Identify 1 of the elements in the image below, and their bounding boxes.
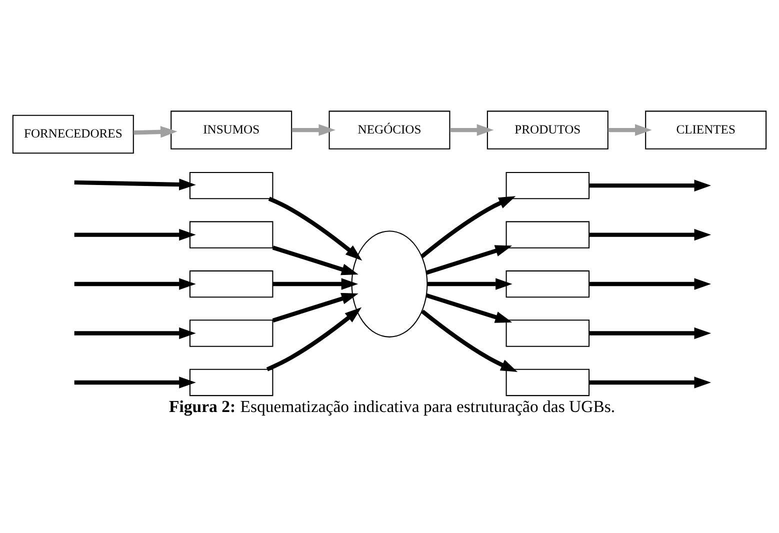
caption: Figura 2: Esquematização indicativa para estruturação das UGBs. bbox=[169, 396, 616, 416]
